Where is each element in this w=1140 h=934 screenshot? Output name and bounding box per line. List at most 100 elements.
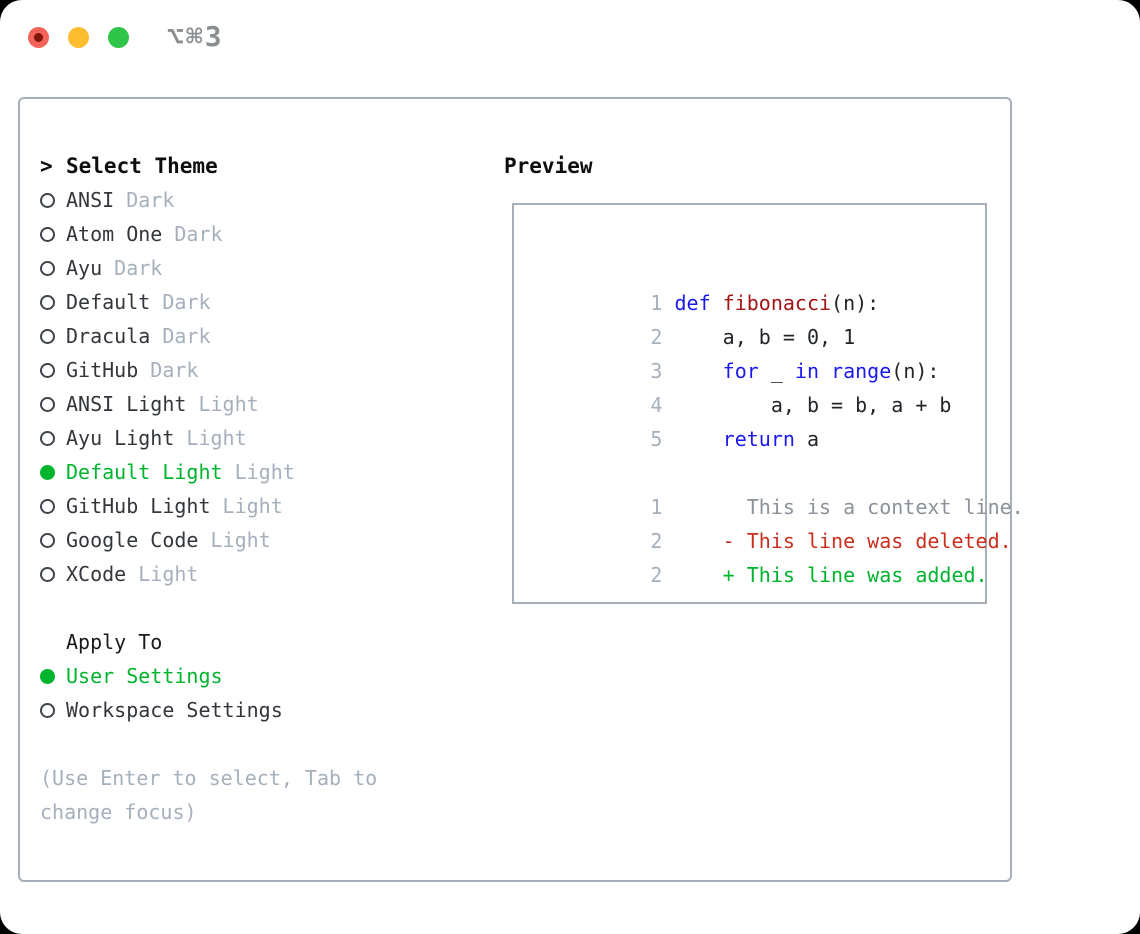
theme-variant: Dark [162, 290, 211, 314]
radio-unselected-icon [40, 328, 55, 344]
line-number: 2 [650, 563, 663, 587]
theme-list-header: > Select Theme [40, 149, 412, 183]
line-number: 1 [650, 291, 663, 315]
apply-option-label: Workspace Settings [66, 698, 283, 722]
theme-name: GitHub Light [66, 494, 211, 518]
theme-option-default-light[interactable]: Default Light Light [40, 455, 412, 489]
theme-variant: Dark [162, 324, 211, 348]
prompt-caret-icon: > [40, 154, 53, 178]
radio-unselected-icon [40, 566, 55, 582]
code-line: 2 a, b = 0, 1 [530, 286, 985, 349]
apply-option-user-settings[interactable]: User Settings [40, 659, 412, 693]
theme-name: Ayu Light [66, 426, 175, 450]
theme-option-ayu-dark[interactable]: Ayu Dark [40, 251, 412, 285]
theme-name: ANSI [66, 188, 115, 212]
line-number: 5 [650, 427, 663, 451]
spacer [40, 591, 412, 625]
code-token: return [722, 427, 795, 451]
theme-option-atom-one-dark[interactable]: Atom One Dark [40, 217, 412, 251]
theme-option-dracula-dark[interactable]: Dracula Dark [40, 319, 412, 353]
theme-option-default-dark[interactable]: Default Dark [40, 285, 412, 319]
diff-text: + This line was added. [674, 563, 988, 587]
theme-option-github-light[interactable]: GitHub Light Light [40, 489, 412, 523]
close-button[interactable] [28, 27, 49, 48]
code-token: a [794, 427, 820, 451]
theme-variant: Dark [126, 188, 175, 212]
theme-option-github-dark[interactable]: GitHub Dark [40, 353, 412, 387]
code-token [711, 291, 723, 315]
radio-selected-icon [40, 464, 55, 480]
diff-added-line: 2 + This line was added. [530, 524, 987, 587]
close-button-dot-icon [34, 33, 43, 42]
code-token: a, b = b, a + b [674, 393, 952, 417]
titlebar: ⌥⌘3 [0, 0, 1140, 76]
code-token: (n): [891, 359, 940, 383]
line-number: 2 [650, 325, 663, 349]
apply-to-title: Apply To [66, 630, 163, 654]
code-token: in [794, 359, 820, 383]
radio-unselected-icon [40, 226, 55, 242]
line-number: 3 [650, 359, 663, 383]
theme-variant: Light [138, 562, 199, 586]
radio-unselected-icon [40, 702, 55, 718]
theme-name: XCode [66, 562, 127, 586]
theme-list-title: Select Theme [66, 154, 218, 178]
diff-text: This is a context line. [674, 495, 1024, 519]
code-token: range [831, 359, 892, 383]
theme-variant: Light [234, 460, 295, 484]
radio-unselected-icon [40, 294, 55, 310]
theme-option-ayu-light[interactable]: Ayu Light Light [40, 421, 412, 455]
code-line: 4 a, b = b, a + b [530, 354, 985, 417]
radio-selected-icon [40, 668, 55, 684]
radio-unselected-icon [40, 192, 55, 208]
line-number: 2 [650, 529, 663, 553]
theme-name: GitHub [66, 358, 139, 382]
theme-variant: Light [198, 392, 259, 416]
code-token: def [674, 291, 711, 315]
theme-name: Google Code [66, 528, 199, 552]
code-line: 3 for _ in range(n): [530, 320, 985, 383]
code-token [675, 359, 723, 383]
theme-option-ansi-light[interactable]: ANSI Light Light [40, 387, 412, 421]
theme-name: Atom One [66, 222, 163, 246]
theme-option-ansi-dark[interactable]: ANSI Dark [40, 183, 412, 217]
theme-variant: Dark [174, 222, 223, 246]
radio-unselected-icon [40, 396, 55, 412]
help-text: (Use Enter to select, Tab to change focu… [40, 766, 378, 824]
radio-unselected-icon [40, 532, 55, 548]
theme-name: Default Light [66, 460, 223, 484]
minimize-button[interactable] [68, 27, 89, 48]
theme-option-xcode-light[interactable]: XCode Light [40, 557, 412, 591]
diff-text: - This line was deleted. [674, 529, 1012, 553]
theme-name: Default [66, 290, 151, 314]
code-line: 5 return a [530, 388, 985, 451]
zoom-button[interactable] [108, 27, 129, 48]
theme-option-google-code-light[interactable]: Google Code Light [40, 523, 412, 557]
theme-name: Ayu [66, 256, 103, 280]
apply-option-workspace-settings[interactable]: Workspace Settings [40, 693, 412, 727]
radio-unselected-icon [40, 430, 55, 446]
theme-list: > Select Theme ANSI Dark Atom One Dark A… [40, 149, 412, 829]
theme-name: ANSI Light [66, 392, 187, 416]
theme-name: Dracula [66, 324, 151, 348]
code-token: for [722, 359, 759, 383]
apply-to-header: Apply To [40, 625, 412, 659]
theme-variant: Dark [114, 256, 163, 280]
code-token: _ [758, 359, 795, 383]
diff-deleted-line: 2 - This line was deleted. [530, 490, 1011, 553]
theme-variant: Light [186, 426, 247, 450]
code-token: a, b = 0, 1 [674, 325, 856, 349]
code-token [819, 359, 831, 383]
window-title-shortcut: ⌥⌘3 [167, 20, 224, 53]
line-number: 4 [650, 393, 663, 417]
spacer [40, 727, 412, 761]
radio-unselected-icon [40, 498, 55, 514]
preview-title: Preview [504, 154, 593, 178]
apply-option-label: User Settings [66, 664, 223, 688]
theme-variant: Dark [150, 358, 199, 382]
theme-variant: Light [210, 528, 271, 552]
radio-unselected-icon [40, 260, 55, 276]
